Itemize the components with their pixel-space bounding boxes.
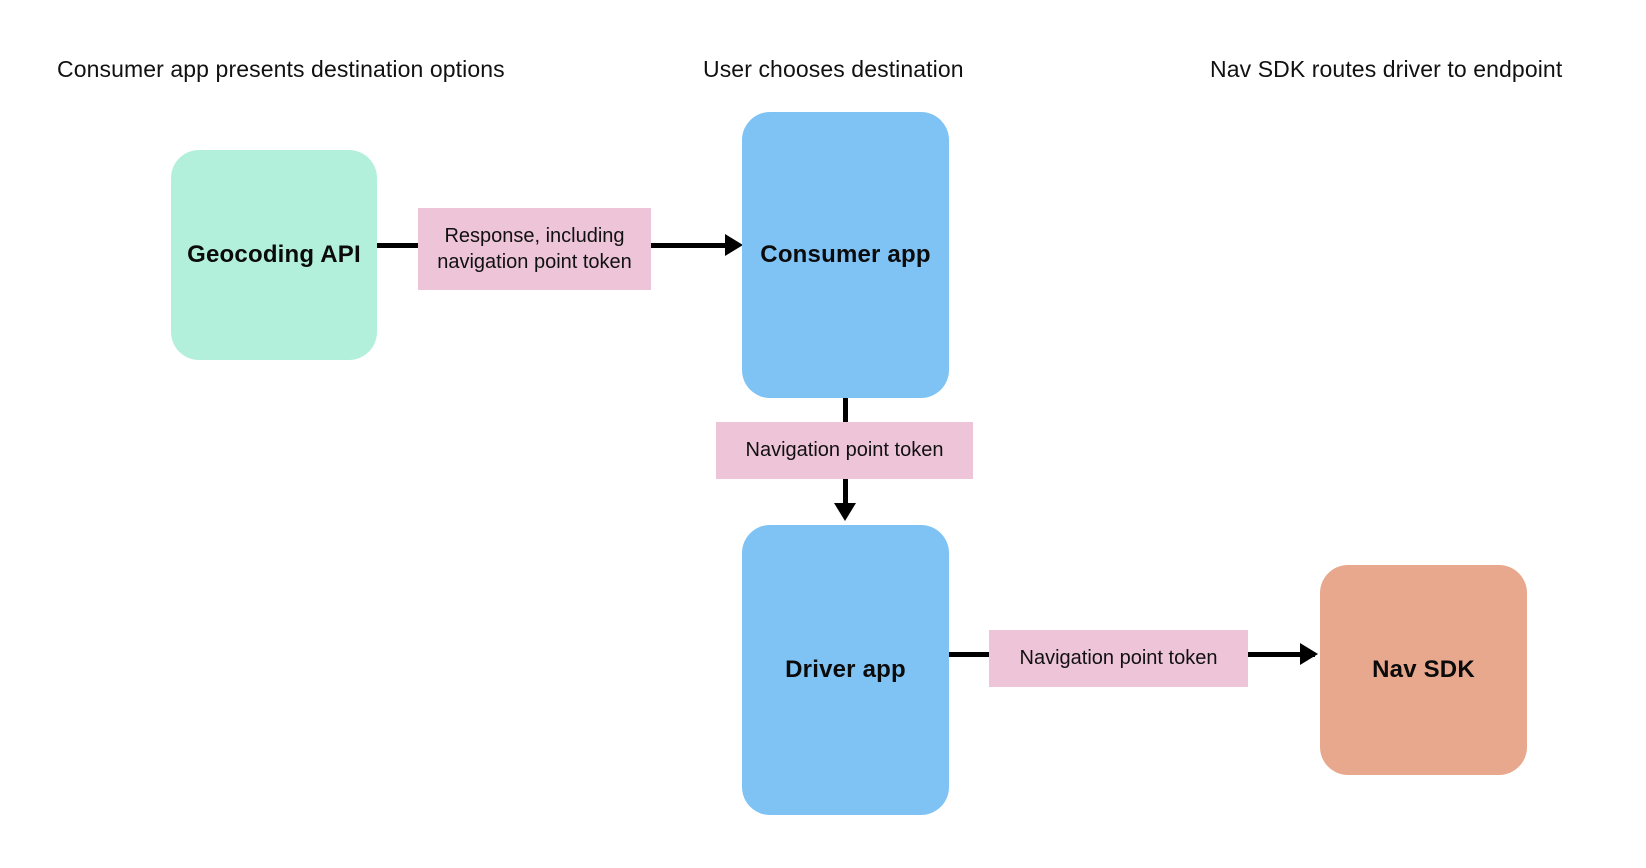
edge-label-response-including-navigation-point-token: Response, including navigation point tok… xyxy=(418,208,651,290)
node-nav-sdk-label: Nav SDK xyxy=(1372,656,1475,683)
edge-consumer-to-driver-arrowhead-icon xyxy=(834,503,856,521)
node-geocoding-api-label: Geocoding API xyxy=(187,241,361,268)
column-header-nav-sdk: Nav SDK routes driver to endpoint xyxy=(1210,56,1563,82)
node-consumer-app-label: Consumer app xyxy=(760,241,931,268)
edge-label-navigation-point-token-driver-navsdk: Navigation point token xyxy=(989,630,1248,687)
edge-geocoding-to-consumer-arrowhead-icon xyxy=(725,234,743,256)
column-header-consumer-app: Consumer app presents destination option… xyxy=(57,56,505,82)
column-header-user-chooses: User chooses destination xyxy=(703,56,964,82)
edge-driver-to-navsdk-arrowhead-icon xyxy=(1300,643,1318,665)
node-driver-app[interactable]: Driver app xyxy=(742,525,949,815)
node-consumer-app[interactable]: Consumer app xyxy=(742,112,949,398)
node-geocoding-api[interactable]: Geocoding API xyxy=(171,150,377,360)
node-driver-app-label: Driver app xyxy=(785,656,906,683)
edge-label-navigation-point-token-consumer-driver: Navigation point token xyxy=(716,422,973,479)
node-nav-sdk[interactable]: Nav SDK xyxy=(1320,565,1527,775)
